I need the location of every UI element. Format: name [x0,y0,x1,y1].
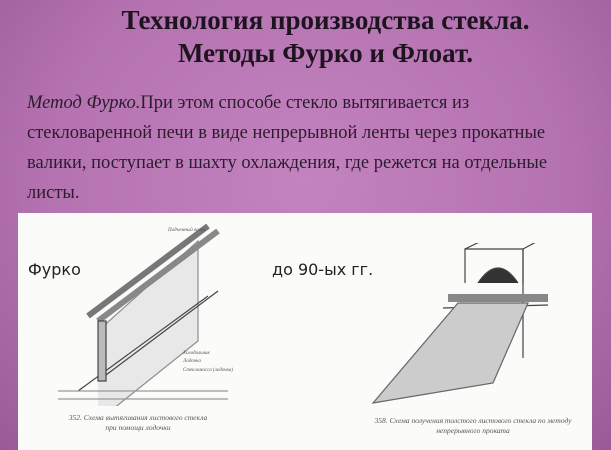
left-figure-caption: 352. Схема вытягивания листового стекла … [68,413,208,432]
figure-panel: Фурко до 90-ых гг. Подъемный валик Холод… [18,213,592,450]
fourcault-label: Фурко [28,260,81,279]
part-label-cooler: Холодильник [183,351,210,356]
fourcault-diagram [58,223,228,406]
part-label-lifting-roller: Подъемный валик [168,228,206,233]
method-emphasis: Метод Фурко. [27,93,141,113]
method-description: При этом способе стекло вытягивается из … [27,93,548,203]
right-figure-caption: 358. Схема получения толстого листового … [374,416,572,435]
period-label: до 90-ых гг. [272,260,374,279]
rolling-diagram [371,243,549,404]
body-paragraph: Метод Фурко.При этом способе стекло вытя… [27,88,597,208]
part-label-debiteuse: Лодочка [183,359,201,364]
title-line-1: Технология производства стекла. [121,5,530,35]
slide-title: Технология производства стекла. Методы Ф… [0,4,611,70]
title-line-2: Методы Фурко и Флоат. [178,38,473,68]
part-label-glass-mass: Стекломасса (лодочка) [183,368,233,373]
